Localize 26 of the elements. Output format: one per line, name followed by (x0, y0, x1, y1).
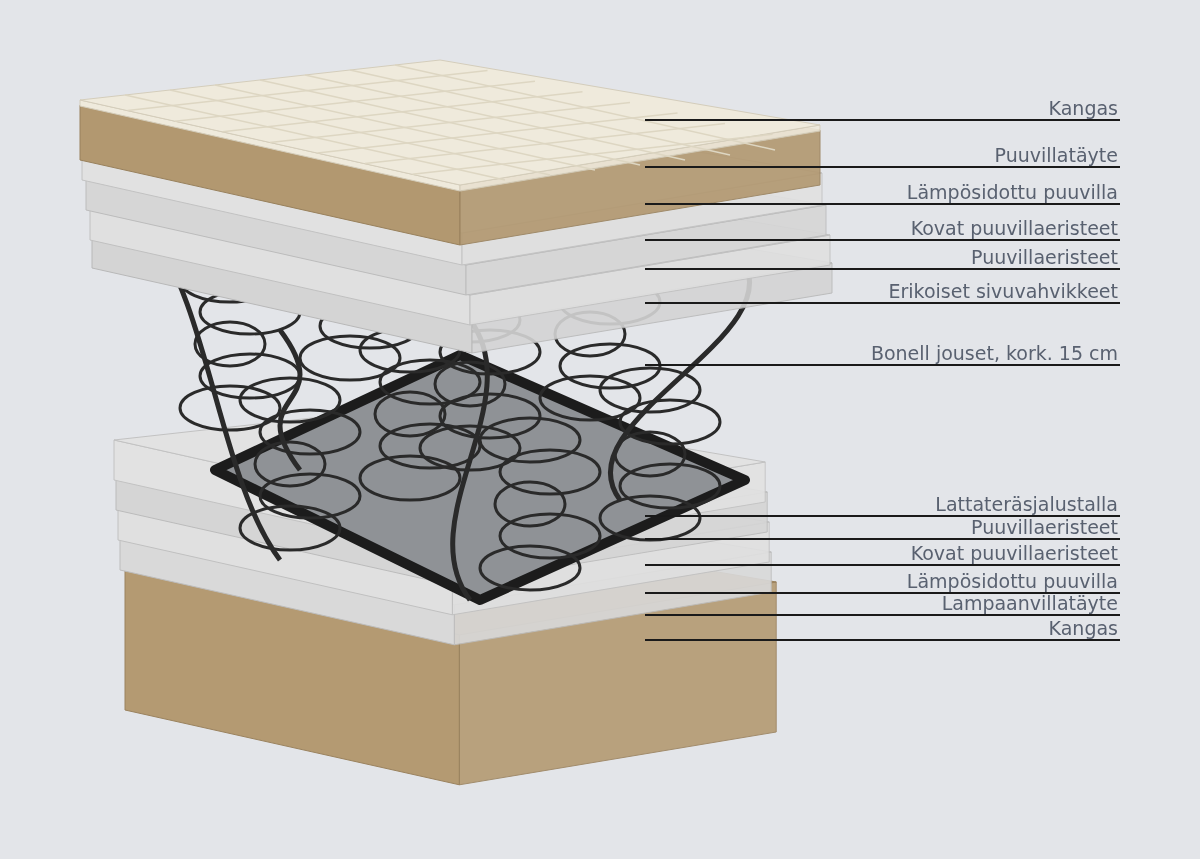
part-label: Kovat puuvillaeristeet (910, 542, 1118, 564)
leader-line (644, 564, 1121, 566)
part-label: Lampaanvillatäyte (941, 592, 1118, 614)
part-label: Kovat puuvillaeristeet (910, 217, 1118, 239)
leader-line (644, 119, 1121, 121)
part-label: Lämpösidottu puuvilla (906, 570, 1118, 592)
leader-line (644, 239, 1121, 241)
leader-line (644, 592, 1121, 594)
part-label: Puuvillaeristeet (971, 516, 1118, 538)
leader-line (644, 203, 1121, 205)
part-label: Kangas (1048, 97, 1118, 119)
leader-line (644, 614, 1121, 616)
part-label: Kangas (1048, 617, 1118, 639)
part-label: Lattateräsjalustalla (935, 493, 1118, 515)
part-label: Erikoiset sivuvahvikkeet (888, 280, 1118, 302)
part-label: Puuvillatäyte (994, 144, 1118, 166)
leader-line (644, 364, 1121, 366)
part-label: Lämpösidottu puuvilla (906, 181, 1118, 203)
leader-line (644, 515, 1121, 517)
leader-line (644, 302, 1121, 304)
part-label: Bonell jouset, kork. 15 cm (870, 342, 1118, 364)
leader-line (644, 166, 1121, 168)
leader-line (644, 268, 1121, 270)
leader-line (644, 639, 1121, 641)
part-label: Puuvillaeristeet (971, 246, 1118, 268)
leader-line (644, 538, 1121, 540)
